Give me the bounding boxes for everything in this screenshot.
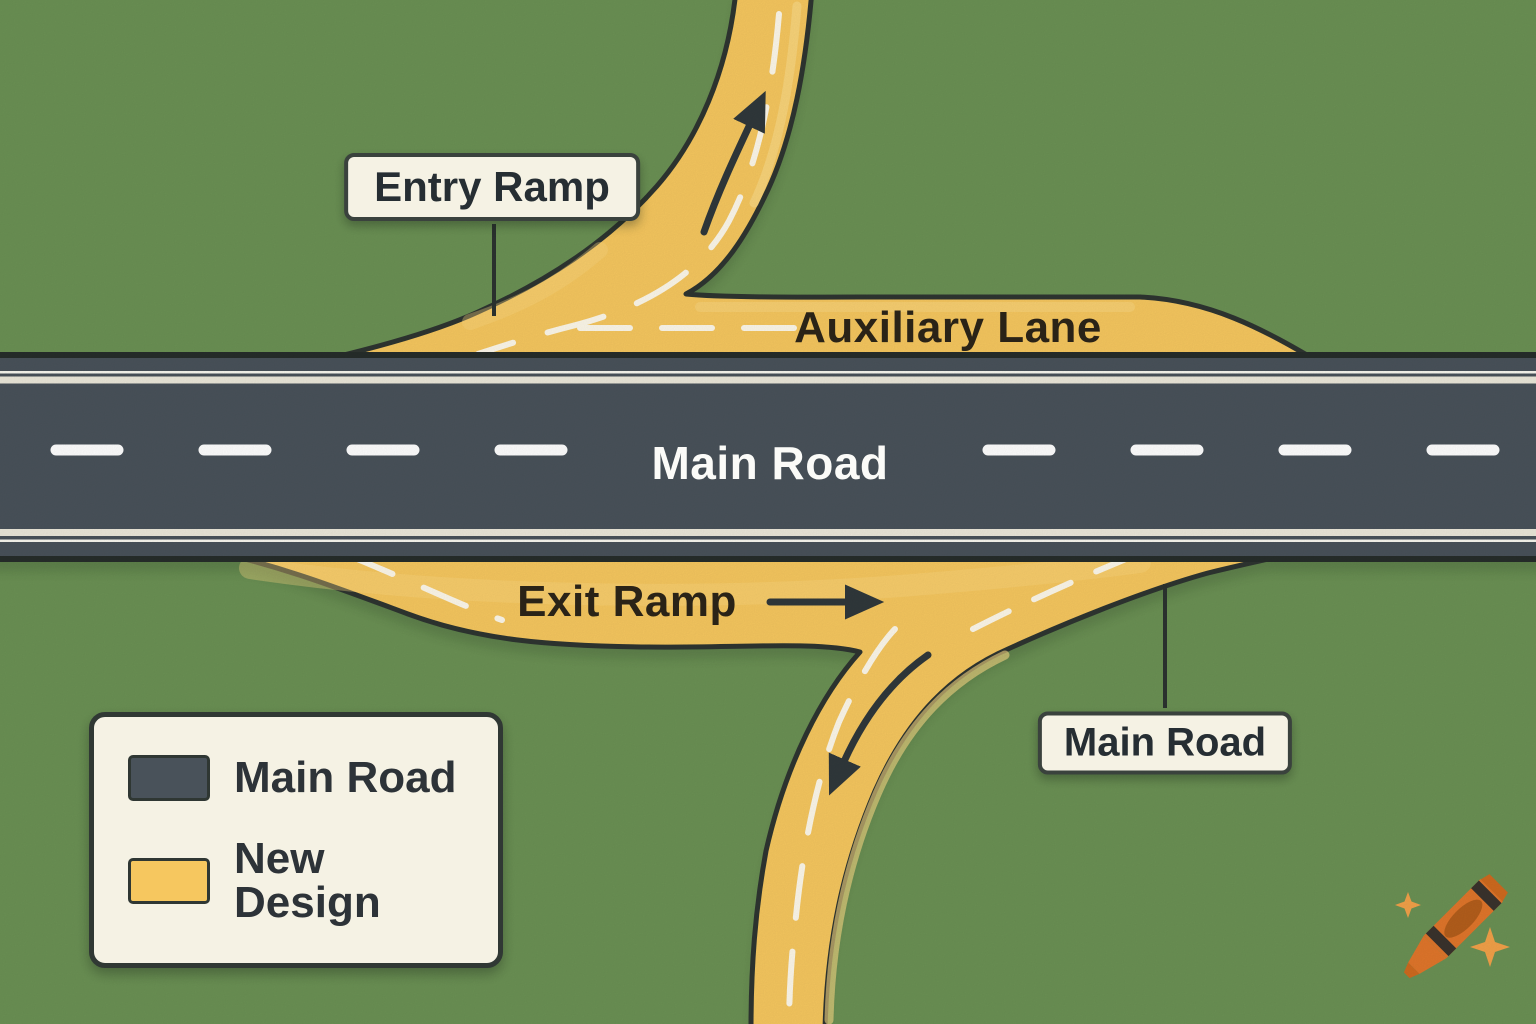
auxiliary-lane-label: Auxiliary Lane	[794, 303, 1102, 352]
legend-swatch-new-design	[128, 858, 210, 904]
legend-label-main-road: Main Road	[234, 753, 457, 802]
exit-ramp-label: Exit Ramp	[517, 577, 737, 626]
legend-swatch-main-road	[128, 755, 210, 801]
legend-item-new-design: New Design	[128, 837, 464, 925]
entry-ramp-label-text: Entry Ramp	[374, 163, 610, 210]
legend-item-main-road: Main Road	[128, 755, 464, 801]
main-road-callout-text: Main Road	[1063, 720, 1267, 765]
legend-label-new-design: New Design	[234, 834, 381, 927]
main-road-label: Main Road	[651, 437, 889, 489]
entry-ramp-label: Entry Ramp	[344, 153, 640, 221]
legend-box: Main Road New Design	[89, 712, 503, 968]
main-road-callout: Main Road	[1037, 711, 1293, 775]
